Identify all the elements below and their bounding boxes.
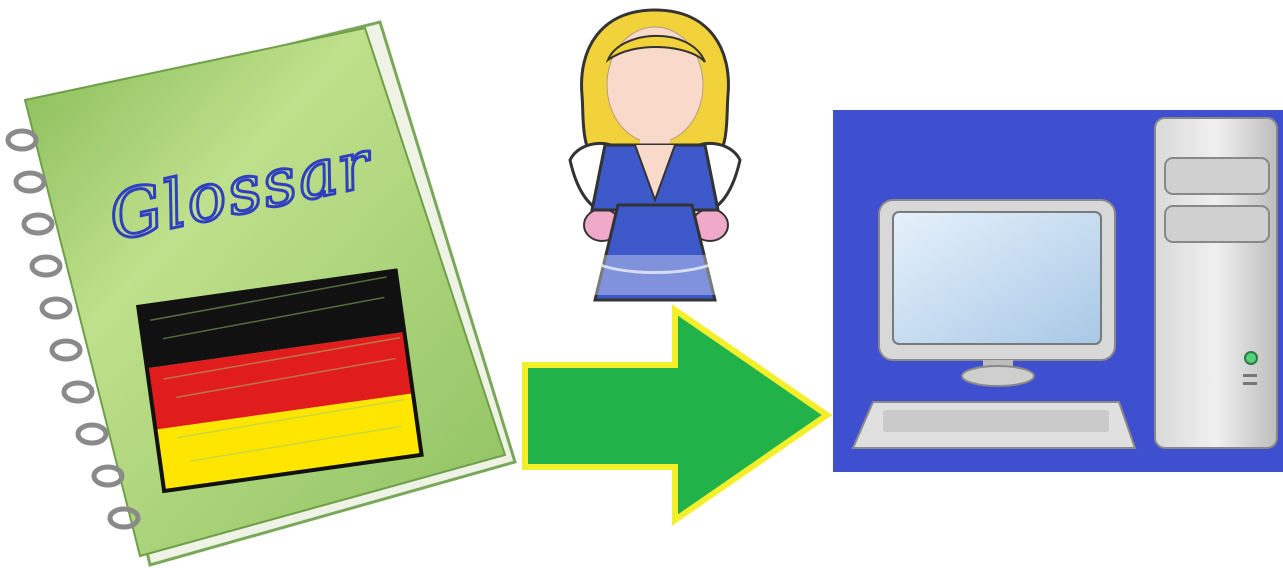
- right-arrow-graphic: [515, 300, 835, 530]
- computer-monitor: [879, 200, 1115, 386]
- right-arrow-icon: [515, 300, 835, 530]
- desktop-computer-icon: [833, 110, 1283, 472]
- german-flag-icon: [138, 271, 421, 491]
- power-led-icon: [1245, 352, 1257, 364]
- desktop-computer-illustration: [833, 110, 1283, 472]
- computer-tower: [1155, 118, 1277, 448]
- book-icon: Glossar: [0, 0, 540, 568]
- woman-dirndl-icon: [540, 0, 770, 305]
- computer-keyboard: [853, 402, 1135, 448]
- glossary-book-illustration: Glossar: [0, 0, 540, 568]
- woman-dirndl-illustration: [540, 0, 770, 305]
